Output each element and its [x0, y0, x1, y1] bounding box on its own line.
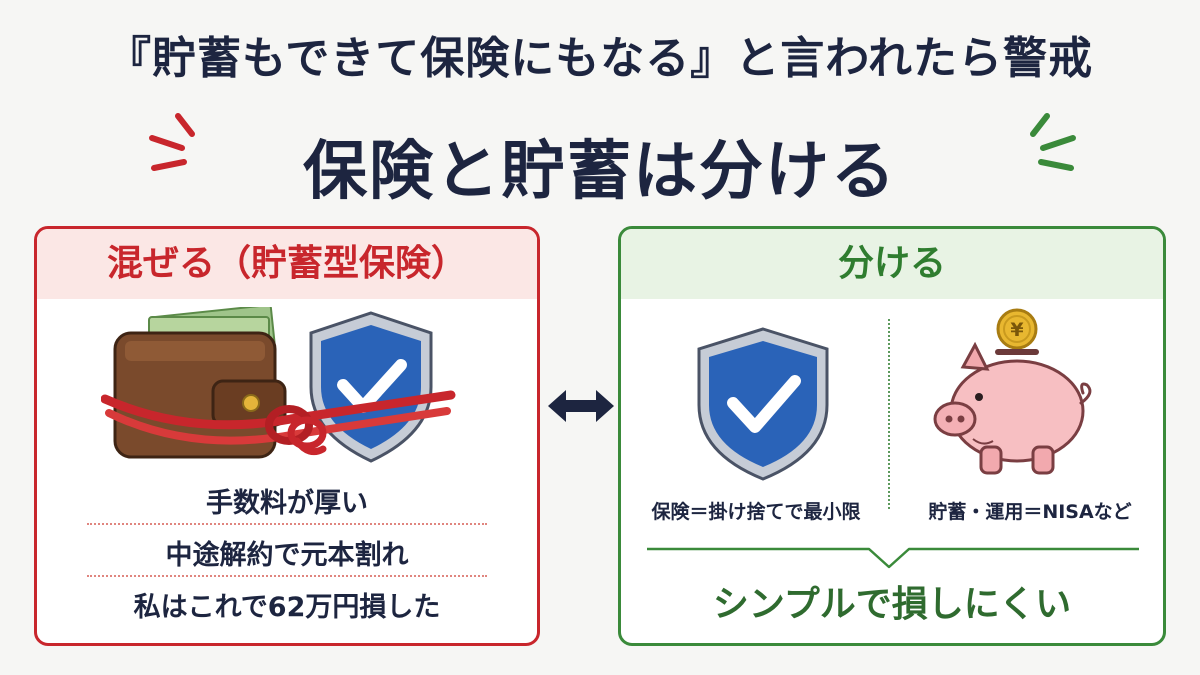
speech-divider [647, 547, 1139, 569]
piggy-bank-illustration: ¥ [933, 308, 1092, 475]
yen-symbol: ¥ [1010, 319, 1023, 341]
double-arrow-icon [548, 390, 614, 422]
tied-wallet-shield-illustration [101, 307, 456, 463]
separate-panel-heading: 分ける [621, 229, 1163, 299]
emphasis-burst-left-icon [149, 113, 195, 171]
main-title: 保険と貯蓄は分ける [303, 135, 897, 209]
reason-divider [87, 575, 487, 577]
conclusion-text: シンプルで損しにくい [712, 584, 1072, 625]
reason-early-surrender: 中途解約で元本割れ [165, 540, 409, 571]
rope-icon [101, 390, 456, 456]
insurance-caption: 保険＝掛け捨てで最小限 [651, 501, 861, 523]
piggy-bank-icon [933, 341, 1092, 475]
mix-panel-heading: 混ぜる（貯蓄型保険） [37, 229, 537, 299]
column-divider [888, 319, 890, 509]
shield-check-icon [309, 311, 433, 463]
reason-fees: 手数料が厚い [206, 488, 368, 519]
page-subtitle: 『貯蓄もできて保険にもなる』と言われたら警戒 [106, 33, 1094, 84]
separate-panel: 分ける 保険＝掛け捨てで最小限 ¥ 貯蓄・運用＝NISAなど [618, 226, 1166, 646]
reason-personal-loss: 私はこれで62万円損した [133, 592, 441, 623]
emphasis-burst-right-icon [1030, 113, 1076, 171]
yen-coin-icon [996, 308, 1038, 350]
shield-check-icon [697, 327, 829, 481]
mix-panel: 混ぜる（貯蓄型保険） 手数料が厚い 中途解約で元本割れ [34, 226, 540, 646]
reason-divider [87, 523, 487, 525]
savings-caption: 貯蓄・運用＝NISAなど [928, 501, 1132, 523]
insurance-shield-illustration [697, 327, 829, 481]
